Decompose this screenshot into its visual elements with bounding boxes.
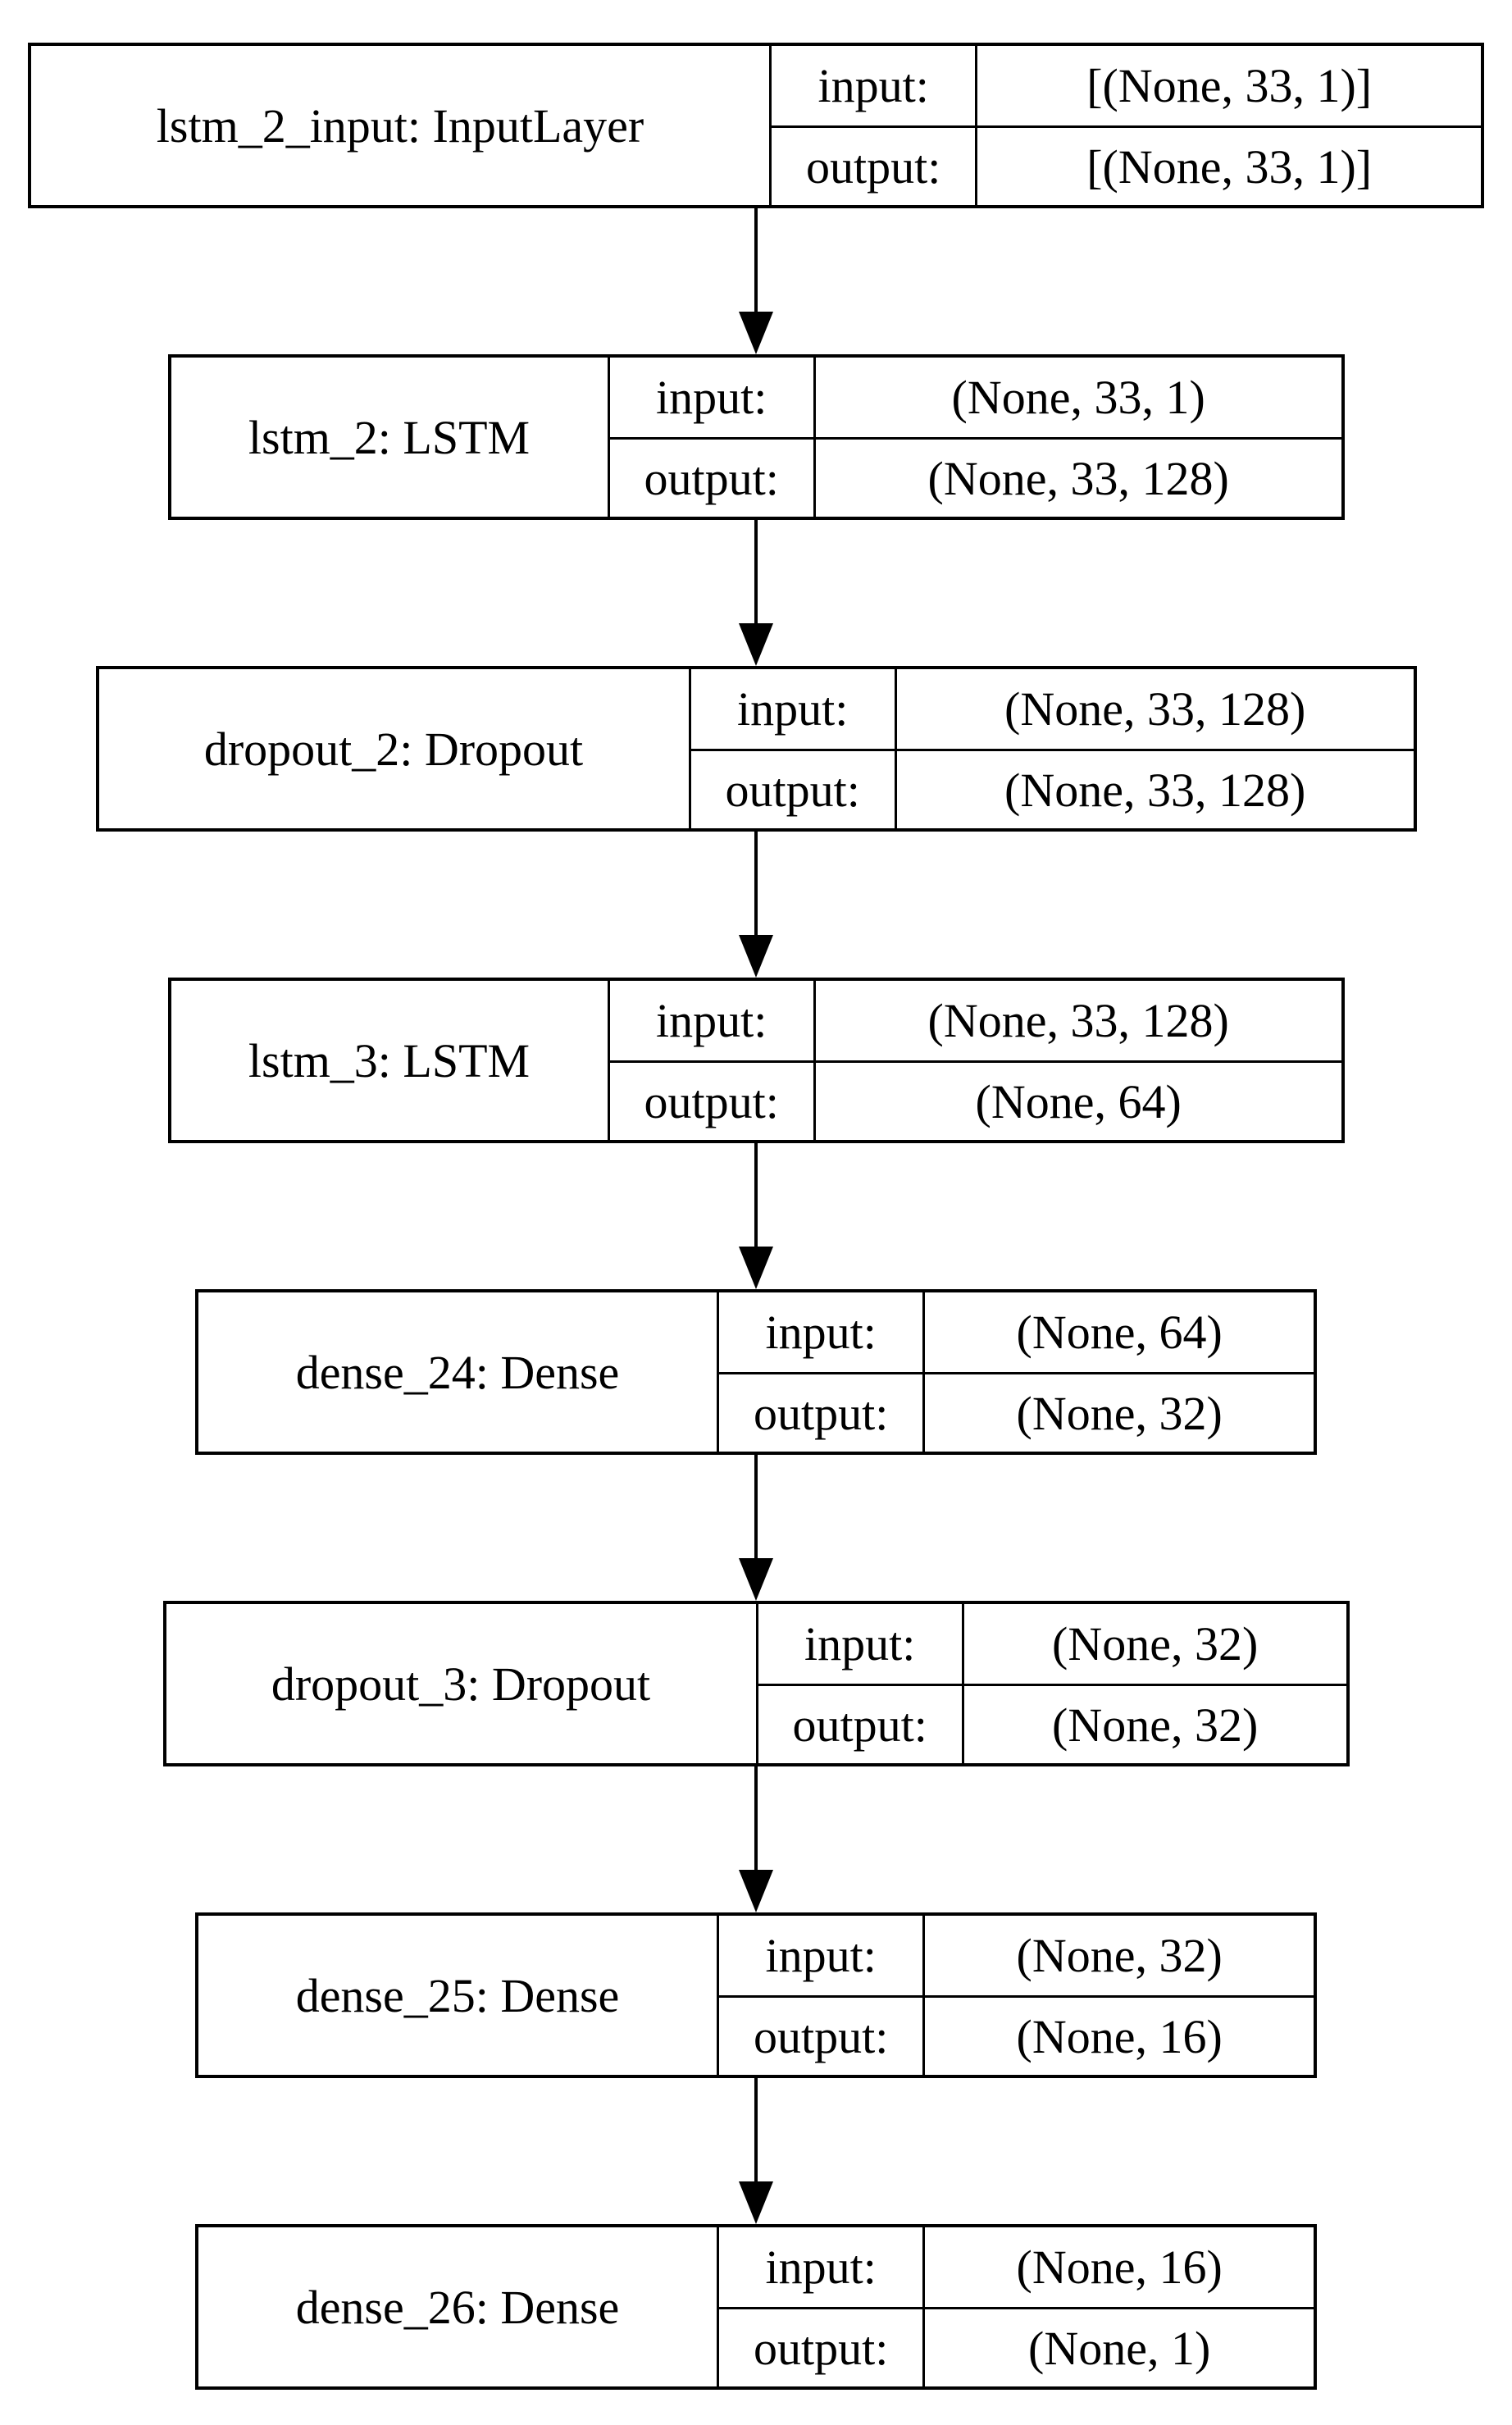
output-shape: (None, 64) (815, 1060, 1341, 1140)
output-shape: [(None, 33, 1)] (977, 125, 1481, 205)
input-shape: (None, 33, 128) (1004, 682, 1306, 736)
arrow-down-icon (739, 1870, 773, 1912)
input-label: input: (610, 981, 816, 1060)
arrow-down-icon (739, 312, 773, 354)
edge-line (754, 2078, 758, 2181)
input-label: input: (691, 669, 897, 749)
io-table: input: (None, 16) output: (None, 1) (719, 2227, 1314, 2386)
layer-name: lstm_3: LSTM (171, 981, 610, 1140)
output-shape: (None, 32) (963, 1684, 1346, 1763)
arrow-down-icon (739, 1247, 773, 1289)
edge-connector (739, 1455, 773, 1601)
output-label: output: (719, 2307, 926, 2386)
io-table: input: [(None, 33, 1)] output: [(None, 3… (772, 46, 1481, 205)
layer-name: dense_25: Dense (198, 1916, 719, 2075)
layer-name: dense_24: Dense (198, 1292, 719, 1452)
io-table: input: (None, 33, 128) output: (None, 33… (690, 669, 1414, 828)
input-shape: (None, 32) (1016, 1929, 1223, 1982)
layer-node-dense-24: dense_24: Dense input: (None, 64) output… (195, 1289, 1317, 1455)
edge-line (754, 1766, 758, 1870)
layer-node-dropout-2: dropout_2: Dropout input: (None, 33, 128… (95, 666, 1417, 832)
layer-node-lstm-2-input: lstm_2_input: InputLayer input: [(None, … (28, 43, 1484, 208)
output-shape: (None, 33, 128) (815, 437, 1341, 517)
input-label: input: (719, 2227, 926, 2307)
io-table: input: (None, 33, 1) output: (None, 33, … (609, 358, 1341, 517)
io-table: input: (None, 32) output: (None, 32) (758, 1604, 1346, 1763)
io-table: input: (None, 33, 128) output: (None, 64… (609, 981, 1341, 1140)
input-shape: (None, 32) (1052, 1617, 1259, 1671)
input-shape: (None, 33, 128) (927, 994, 1229, 1047)
output-label: output: (719, 1372, 926, 1452)
edge-line (754, 208, 758, 312)
input-label: input: (610, 358, 816, 437)
edge-connector (739, 520, 773, 666)
layer-name: dropout_2: Dropout (99, 669, 691, 828)
output-shape: (None, 16) (925, 1995, 1314, 2075)
io-table: input: (None, 64) output: (None, 32) (719, 1292, 1314, 1452)
arrow-down-icon (739, 935, 773, 978)
input-label: input: (719, 1916, 926, 1995)
output-label: output: (609, 437, 816, 517)
output-shape: (None, 33, 128) (896, 749, 1414, 828)
layer-name: dropout_3: Dropout (166, 1604, 758, 1763)
layer-node-lstm-2: lstm_2: LSTM input: (None, 33, 1) output… (167, 354, 1345, 520)
input-label: input: (772, 46, 978, 125)
edge-line (754, 832, 758, 935)
input-shape: (None, 33, 1) (951, 371, 1205, 424)
layer-name: dense_26: Dense (198, 2227, 719, 2386)
layer-node-dense-26: dense_26: Dense input: (None, 16) output… (195, 2224, 1317, 2390)
output-label: output: (609, 1060, 816, 1140)
edge-line (754, 1455, 758, 1558)
layer-node-dense-25: dense_25: Dense input: (None, 32) output… (195, 1912, 1317, 2078)
input-label: input: (719, 1292, 926, 1372)
edge-connector (739, 832, 773, 978)
output-label: output: (719, 1995, 926, 2075)
arrow-down-icon (739, 2181, 773, 2224)
output-label: output: (772, 125, 978, 205)
output-label: output: (690, 749, 897, 828)
edge-line (754, 1143, 758, 1247)
output-label: output: (758, 1684, 964, 1763)
edge-connector (739, 1143, 773, 1289)
output-shape: (None, 1) (925, 2307, 1314, 2386)
edge-connector (739, 1766, 773, 1912)
arrow-down-icon (739, 623, 773, 666)
input-shape: (None, 64) (1016, 1306, 1223, 1359)
io-table: input: (None, 32) output: (None, 16) (719, 1916, 1314, 2075)
edge-connector (739, 208, 773, 354)
layer-node-lstm-3: lstm_3: LSTM input: (None, 33, 128) outp… (167, 978, 1345, 1143)
layer-node-dropout-3: dropout_3: Dropout input: (None, 32) out… (162, 1601, 1350, 1766)
layer-name: lstm_2_input: InputLayer (31, 46, 772, 205)
input-shape: [(None, 33, 1)] (1086, 59, 1373, 112)
edge-line (754, 520, 758, 623)
arrow-down-icon (739, 1558, 773, 1601)
layer-name: lstm_2: LSTM (171, 358, 610, 517)
output-shape: (None, 32) (925, 1372, 1314, 1452)
edge-connector (739, 2078, 773, 2224)
input-shape: (None, 16) (1016, 2240, 1223, 2294)
input-label: input: (758, 1604, 964, 1684)
